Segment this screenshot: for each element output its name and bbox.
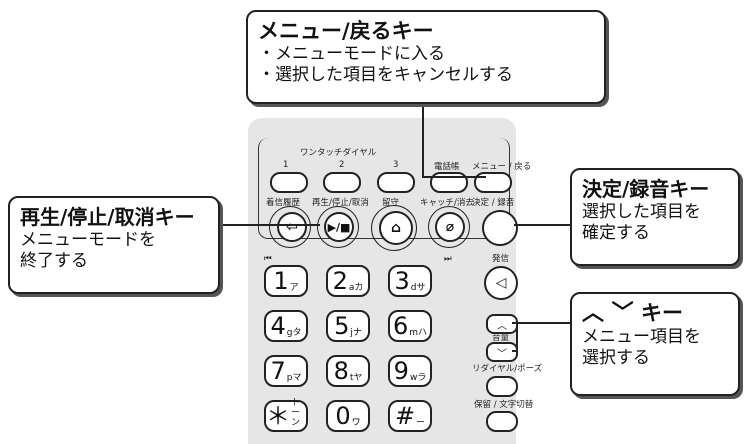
dial-key[interactable]: ◁ (484, 266, 518, 300)
up-down-leader-vertical (516, 322, 518, 350)
enter-record-callout-title: 決定/録音キー (582, 177, 710, 201)
home-icon: ⌂ (390, 220, 402, 236)
down-key-leader (512, 350, 518, 352)
dial-label: 発信 (492, 254, 510, 264)
menu-back-callout: メニュー/戻るキー ・メニューモードに入る ・選択した項目をキャンセルする (246, 10, 606, 104)
call-history-key-ring (269, 206, 311, 248)
menu-back-leader-horizontal (422, 176, 486, 178)
redial-label: リダイヤル/ポーズ (472, 364, 543, 374)
play-stop-cancel-label: 再生/停止/取消 (312, 198, 369, 208)
up-down-callout-line-2: 選択する (582, 348, 650, 368)
chevron-down-icon: ﹀ (497, 348, 507, 360)
phonebook-label: 電話帳 (434, 162, 460, 172)
play-stop-key-ring (317, 206, 359, 248)
enter-record-key[interactable] (482, 210, 518, 246)
key-star[interactable]: ＊トーン (264, 398, 308, 432)
key-hash[interactable]: #ー (388, 400, 432, 432)
hold-label: 保留 / 文字切替 (474, 400, 534, 410)
menu-back-callout-title: メニュー/戻るキー (258, 19, 434, 43)
enter-record-label: 決定 / 録音 (472, 198, 515, 208)
rewind-icon: ⏮ (264, 254, 272, 264)
play-stop-callout-title: 再生/停止/取消キー (20, 205, 195, 229)
answering-label: 留守 (382, 198, 400, 208)
play-stop-callout: 再生/停止/取消キー メニューモードを 終了する (8, 196, 220, 294)
menu-back-callout-line-2: ・選択した項目をキャンセルする (258, 65, 513, 85)
enter-record-callout-line-2: 確定する (582, 223, 650, 243)
enter-record-callout-line-1: 選択した項目を (582, 202, 701, 222)
one-touch-number-2: 2 (339, 160, 345, 170)
volume-label: 音量 (492, 333, 510, 343)
catch-delete-key[interactable]: ⌀ (435, 212, 465, 242)
play-stop-cancel-key[interactable]: ▶/■ (324, 212, 354, 242)
enter-record-leader (514, 224, 572, 226)
catch-delete-label: キャッチ/消去 (420, 198, 474, 208)
chevron-up-icon: ︿ (497, 320, 507, 332)
forward-icon: ⏭ (444, 254, 452, 264)
up-down-callout: ︿ ﹀ キー メニュー項目を 選択する (570, 292, 740, 396)
play-stop-callout-line-1: メニューモードを (20, 230, 156, 250)
one-touch-key-1[interactable] (270, 172, 308, 193)
redial-arrow-icon: ⇦ (286, 219, 298, 235)
menu-back-key-label: メニュー / 戻る (472, 162, 532, 172)
enter-record-callout: 決定/録音キー 選択した項目を 確定する (570, 168, 740, 266)
play-stop-icon: ▶/■ (327, 220, 351, 234)
down-key[interactable]: ﹀ (486, 342, 518, 362)
hold-key[interactable] (486, 411, 518, 432)
menu-back-callout-line-1: ・メニューモードに入る (258, 44, 445, 64)
answering-key[interactable]: ⌂ (379, 211, 413, 245)
play-stop-leader (218, 224, 320, 226)
catch-delete-key-ring (428, 206, 470, 248)
call-history-label: 着信履歴 (266, 198, 301, 208)
one-touch-key-3[interactable] (377, 172, 415, 193)
play-stop-callout-line-2: 終了する (20, 251, 88, 271)
one-touch-key-2[interactable] (323, 172, 361, 193)
one-touch-dial-label: ワンタッチダイヤル (300, 148, 377, 158)
speaker-icon: ◁ (495, 275, 507, 291)
one-touch-number-1: 1 (283, 160, 289, 170)
null-icon: ⌀ (445, 219, 455, 235)
up-key-leader (512, 322, 572, 324)
menu-back-leader-vertical (422, 102, 424, 176)
one-touch-number-3: 3 (393, 160, 399, 170)
up-down-callout-line-1: メニュー項目を (582, 327, 701, 347)
up-down-arrows-icon: ︿ ﹀ (582, 301, 634, 326)
redial-key[interactable] (486, 376, 518, 397)
answering-key-ring (371, 205, 417, 251)
call-history-key[interactable]: ⇦ (277, 212, 307, 242)
up-down-callout-title: ︿ ﹀ キー (582, 301, 683, 326)
